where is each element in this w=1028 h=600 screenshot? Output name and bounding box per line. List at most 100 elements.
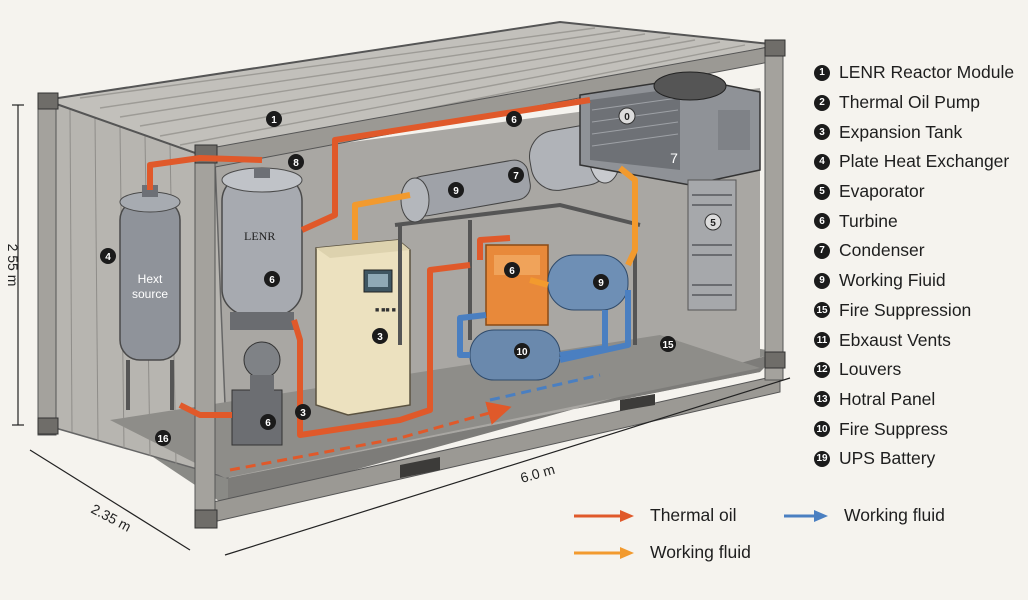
thermal-oil-arrow-icon: [574, 509, 634, 522]
dimension-length: 6.0 m: [518, 461, 556, 486]
turbine: [400, 125, 622, 223]
legend-label: Ebxaust Vents: [839, 329, 951, 350]
legend-number-badge: 5: [814, 183, 830, 200]
heat-source-label-1: Hext: [138, 272, 163, 286]
callout-6e: 6: [0, 0, 3, 3]
legend-number-badge: 9: [814, 272, 830, 289]
callout-1: 1: [266, 111, 282, 127]
legend-number-badge: 19: [814, 450, 830, 467]
svg-text:7: 7: [670, 150, 678, 166]
callout-6c: 6: [260, 414, 276, 430]
legend-number-badge: 10: [814, 421, 830, 438]
svg-text:1: 1: [271, 115, 277, 126]
legend-item: 5 Evaporator: [814, 177, 1026, 207]
working-fluid-blue-arrow-icon: [784, 509, 828, 522]
flow-key-working-fluid-orange: Working fluid: [574, 542, 751, 563]
svg-text:3: 3: [377, 332, 383, 343]
callout-6d: 6: [504, 262, 520, 278]
legend-item: 19 UPS Battery: [814, 444, 1026, 474]
legend-item: 1 LENR Reactor Module: [814, 58, 1026, 88]
orange-heat-exchanger: [485, 244, 549, 326]
svg-text:6: 6: [511, 115, 517, 126]
working-fluid-orange-arrow-icon: [574, 546, 634, 559]
legend-number-badge: 15: [814, 302, 830, 319]
svg-text:6: 6: [509, 266, 515, 277]
legend-item: 15 Fire Suppression: [814, 296, 1026, 326]
legend-item: 11 Ebxaust Vents: [814, 325, 1026, 355]
legend-item: 9 Working Fiuid: [814, 266, 1026, 296]
svg-text:5: 5: [710, 218, 716, 229]
legend-label: Fire Suppression: [839, 299, 972, 320]
legend-label: Condenser: [839, 240, 925, 261]
callout-6a: 6: [506, 111, 522, 127]
legend-item: 4 Plate Heat Exchanger: [814, 147, 1026, 177]
legend-number-badge: 6: [814, 213, 830, 230]
svg-text:6: 6: [0, 0, 3, 3]
callout-8: 8: [288, 154, 304, 170]
svg-text:3: 3: [300, 408, 306, 419]
legend-number-badge: 11: [814, 332, 830, 349]
panel-label: ■ ■■ ■: [375, 307, 396, 314]
legend-label: Fire Suppress: [839, 418, 948, 439]
svg-text:9: 9: [453, 186, 459, 197]
svg-text:7: 7: [513, 171, 519, 182]
legend-label: Thermal Oil Pump: [839, 92, 981, 113]
callout-3a: 3: [372, 328, 388, 344]
thermal-oil-pump: [231, 341, 283, 446]
control-panel: [315, 239, 411, 416]
callout-3b: 3: [295, 404, 311, 420]
svg-text:15: 15: [662, 340, 674, 351]
heat-source-label-2: source: [132, 287, 168, 301]
legend-item: 12 Louvers: [814, 355, 1026, 385]
dimension-width: 2.35 m: [89, 501, 134, 535]
legend-label: LENR Reactor Module: [839, 62, 1015, 83]
svg-text:9: 9: [598, 278, 604, 289]
legend-item: 6 Turbine: [814, 206, 1026, 236]
left-corner-post: [37, 94, 57, 436]
louver-panel: [687, 179, 737, 311]
legend-item: 7 Condenser: [814, 236, 1026, 266]
callout-10: 10: [514, 343, 530, 359]
lenr-vessel-label: LENR: [244, 229, 275, 243]
legend-number-badge: 12: [814, 361, 830, 378]
callout-9b: 9: [593, 274, 609, 290]
legend-label: Evaporator: [839, 181, 925, 202]
cold-fluid-pipes: [457, 290, 631, 363]
dimension-height: 2 55 m: [5, 244, 21, 287]
legend-label: Louvers: [839, 359, 902, 380]
callout-9a: 9: [448, 182, 464, 198]
heat-source-tank: [119, 185, 181, 410]
callout-markers: 1 6 8 4 6 3 6 7 9 6 9 10 15 16 3 6 0 7 5: [0, 0, 722, 446]
flow-key-label: Working fluid: [844, 505, 945, 525]
legend-label: Turbine: [839, 210, 898, 231]
thermal-oil-pipes: [147, 97, 591, 438]
svg-text:10: 10: [516, 347, 528, 358]
legend-item: 10 Fire Suppress: [814, 414, 1026, 444]
legend-number-badge: 7: [814, 242, 830, 259]
svg-text:8: 8: [293, 158, 299, 169]
legend-number-badge: 4: [814, 153, 830, 170]
legend-label: Plate Heat Exchanger: [839, 151, 1010, 172]
callout-7b: 7: [670, 150, 678, 166]
callout-15: 15: [660, 336, 676, 352]
skid-frame: [394, 202, 641, 345]
flow-key-thermal-oil: Thermal oil: [574, 505, 737, 526]
callout-7a: 7: [508, 167, 524, 183]
rear-corner-post: [764, 44, 784, 381]
corner-castings: [37, 39, 786, 529]
lenr-vessel: [221, 167, 303, 330]
legend-number-badge: 1: [814, 64, 830, 81]
floor-flow-arrows: [229, 373, 601, 472]
legend-number-badge: 2: [814, 94, 830, 111]
flow-key-label: Thermal oil: [650, 505, 737, 525]
legend-label: Working Fiuid: [839, 270, 946, 291]
legend-item: 2 Thermal Oil Pump: [814, 88, 1026, 118]
callout-6b: 6: [264, 271, 280, 287]
flow-key-label: Working fluid: [650, 542, 751, 562]
legend-label: UPS Battery: [839, 448, 936, 469]
legend-number-badge: 3: [814, 124, 830, 141]
callout-16: 16: [155, 430, 171, 446]
